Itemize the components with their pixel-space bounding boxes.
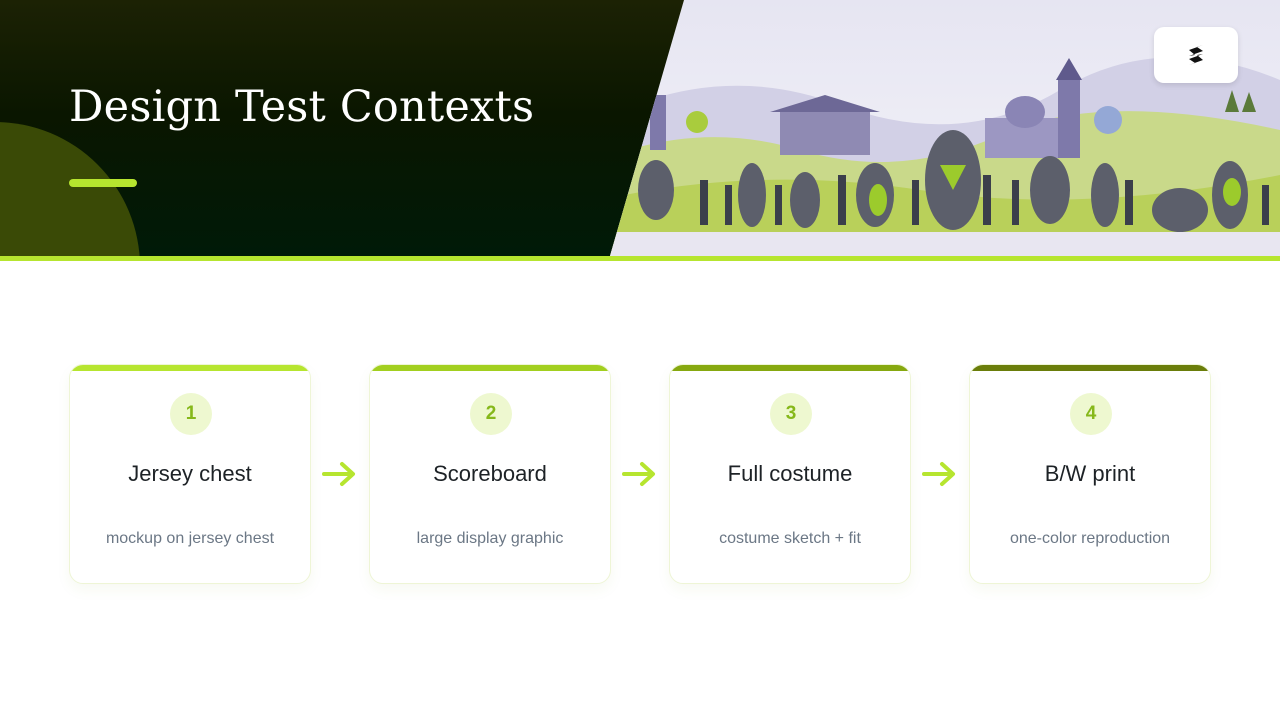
step-number-badge: 2 [470,393,512,435]
step-number-badge: 1 [170,393,212,435]
header-banner: Design Test Contexts [0,0,1280,256]
card-top-bar [70,365,310,371]
brand-logo [1154,27,1238,83]
step-number-badge: 4 [1070,393,1112,435]
step-card-scoreboard: 2 Scoreboard large display graphic [369,364,611,584]
step-title: Scoreboard [433,461,547,486]
mascot-illustration [610,0,1280,256]
step-title: B/W print [1044,461,1136,486]
card-top-bar [970,365,1210,371]
step-card-full-costume: 3 Full costume costume sketch + fit [669,364,911,584]
step-subtitle: mockup on jersey chest [105,530,275,547]
step-card-jersey-chest: 1 Jersey chest mockup on jersey chest [69,364,311,584]
page-title: Design Test Contexts [69,82,535,132]
card-top-bar [670,365,910,371]
step-subtitle: costume sketch + fit [719,530,861,547]
header-divider [0,256,1280,261]
title-accent-bar [69,179,137,187]
arrow-right-icon [922,462,955,486]
card-top-bar [370,365,610,371]
step-title: Jersey chest [128,461,252,486]
step-title: Full costume [727,461,853,486]
step-subtitle: one-color reproduction [1009,530,1171,547]
step-number-badge: 3 [770,393,812,435]
arrow-right-icon [322,462,355,486]
step-subtitle: large display graphic [416,530,564,547]
arrow-right-icon [622,462,655,486]
brand-logo-icon [1189,45,1203,65]
step-card-bw-print: 4 B/W print one-color reproduction [969,364,1211,584]
